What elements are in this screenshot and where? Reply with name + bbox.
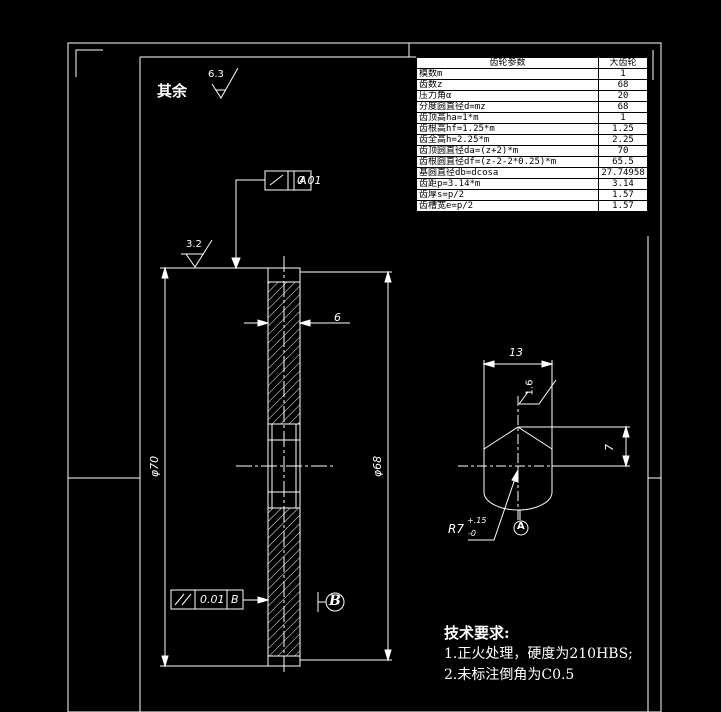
keyway-detail-view: [458, 360, 630, 541]
roughness-general-value: 6.3: [208, 69, 224, 80]
param-value-cell: 1.57: [598, 189, 648, 201]
param-value-cell: 70: [598, 145, 648, 157]
inner-diameter-dimension: [300, 270, 392, 662]
param-name-cell: 齿顶圆直径da=(z+2)*m: [416, 145, 599, 157]
table-header-param: 齿轮参数: [416, 57, 599, 69]
roughness-symbol-general: [211, 67, 239, 99]
parallelism-tolerance-datum: B: [231, 593, 239, 606]
roughness-bore-value: 1.6: [524, 379, 536, 396]
param-value-cell: 27.74958: [598, 167, 648, 179]
param-name-cell: 压力角α: [416, 90, 599, 102]
param-name-cell: 模数m: [416, 68, 599, 80]
param-name-cell: 齿厚s=p/2: [416, 189, 599, 201]
tech-req-item-2: 2.未标注倒角为C0.5: [444, 667, 575, 683]
parallelism-tolerance-value: 0.01: [200, 593, 225, 606]
outer-diameter-value: φ70: [148, 455, 162, 478]
table-header-value: 大齿轮: [598, 57, 648, 69]
tech-req-item-1: 1.正火处理，硬度为210HBS;: [444, 646, 633, 662]
param-value-cell: 3.14: [598, 178, 648, 190]
runout-tolerance-datum: A: [299, 174, 307, 187]
param-name-cell: 齿槽宽e=p/2: [416, 200, 599, 212]
param-name-cell: 齿顶高ha=1*m: [416, 112, 599, 124]
datum-b-symbol: [317, 592, 345, 612]
radius-tol-lower: -0: [468, 529, 476, 538]
width-dimension: [244, 319, 350, 327]
param-value-cell: 65.5: [598, 156, 648, 168]
param-value-cell: 20: [598, 90, 648, 102]
runout-tolerance-frame: [231, 170, 312, 270]
gear-section-view: [236, 256, 334, 672]
roughness-symbol-face: [181, 239, 213, 268]
param-value-cell: 1.57: [598, 200, 648, 212]
param-name-cell: 齿全高h=2.25*m: [416, 134, 599, 146]
param-value-cell: 2.25: [598, 134, 648, 146]
inner-diameter-value: φ68: [371, 455, 385, 478]
table-header-row: 齿轮参数 大齿轮: [416, 57, 648, 69]
width-dimension-value: 6: [334, 311, 341, 324]
param-name-cell: 齿距p=3.14*m: [416, 178, 599, 190]
tech-req-title: 技术要求:: [444, 624, 510, 642]
radius-value: R7: [448, 522, 464, 536]
keyway-width-value: 13: [509, 346, 523, 359]
outer-diameter-dimension: [160, 266, 268, 668]
runout-tolerance-value: 0.01: [297, 174, 322, 187]
param-value-cell: 68: [598, 101, 648, 113]
param-value-cell: 1: [598, 68, 648, 80]
param-value-cell: 1: [598, 112, 648, 124]
roughness-face-value: 3.2: [186, 239, 202, 250]
param-name-cell: 齿数z: [416, 79, 599, 91]
param-name-cell: 基圆直径db=dcosa: [416, 167, 599, 179]
radius-tol-upper: +.15: [467, 516, 487, 525]
param-value-cell: 1.25: [598, 123, 648, 135]
param-name-cell: 齿根高hf=1.25*m: [416, 123, 599, 135]
parallelism-tolerance-frame: [170, 589, 270, 610]
keyway-depth-value: 7: [603, 444, 616, 451]
datum-b-label: B: [329, 593, 341, 609]
rest-roughness-label: 其余: [157, 82, 188, 100]
param-name-cell: 齿根圆直径df=(z-2-2*0.25)*m: [416, 156, 599, 168]
param-name-cell: 分度圆直径d=mz: [416, 101, 599, 113]
param-value-cell: 68: [598, 79, 648, 91]
datum-a-label: A: [517, 521, 525, 532]
drawing-frame: [67, 42, 662, 712]
